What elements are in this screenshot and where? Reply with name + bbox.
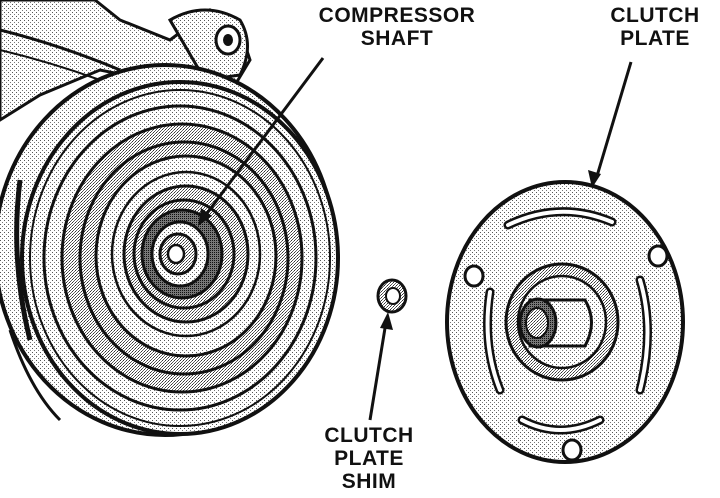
leader-lines <box>198 57 633 421</box>
clutch-plate-shim <box>376 278 408 314</box>
compressor-shaft-label-line2: SHAFT <box>360 27 434 50</box>
clutch-plate-label-line1: CLUTCH <box>610 4 700 27</box>
clutch-plate-leader <box>595 61 633 177</box>
compressor-shaft-arrowhead <box>198 208 212 226</box>
clutch-plate-shim-label-line3: SHIM <box>341 470 397 493</box>
compressor-shaft-label-line1: COMPRESSOR <box>318 4 476 27</box>
shim-leader <box>368 321 388 421</box>
clutch-plate-shim-label-line2: PLATE <box>334 447 404 470</box>
clutch-plate <box>445 180 685 464</box>
clutch-plate-label-line2: PLATE <box>620 27 690 50</box>
compressor-shaft-label: COMPRESSOR SHAFT <box>312 4 482 50</box>
clutch-plate-label: CLUTCH PLATE <box>600 4 710 50</box>
compressor-assembly <box>0 0 340 437</box>
shim-arrowhead <box>380 312 393 330</box>
clutch-plate-shim-label-line1: CLUTCH <box>324 424 414 447</box>
compressor-shaft-leader <box>203 57 325 217</box>
clutch-plate-arrowhead <box>588 170 601 188</box>
clutch-plate-shim-label: CLUTCH PLATE SHIM <box>316 424 422 493</box>
